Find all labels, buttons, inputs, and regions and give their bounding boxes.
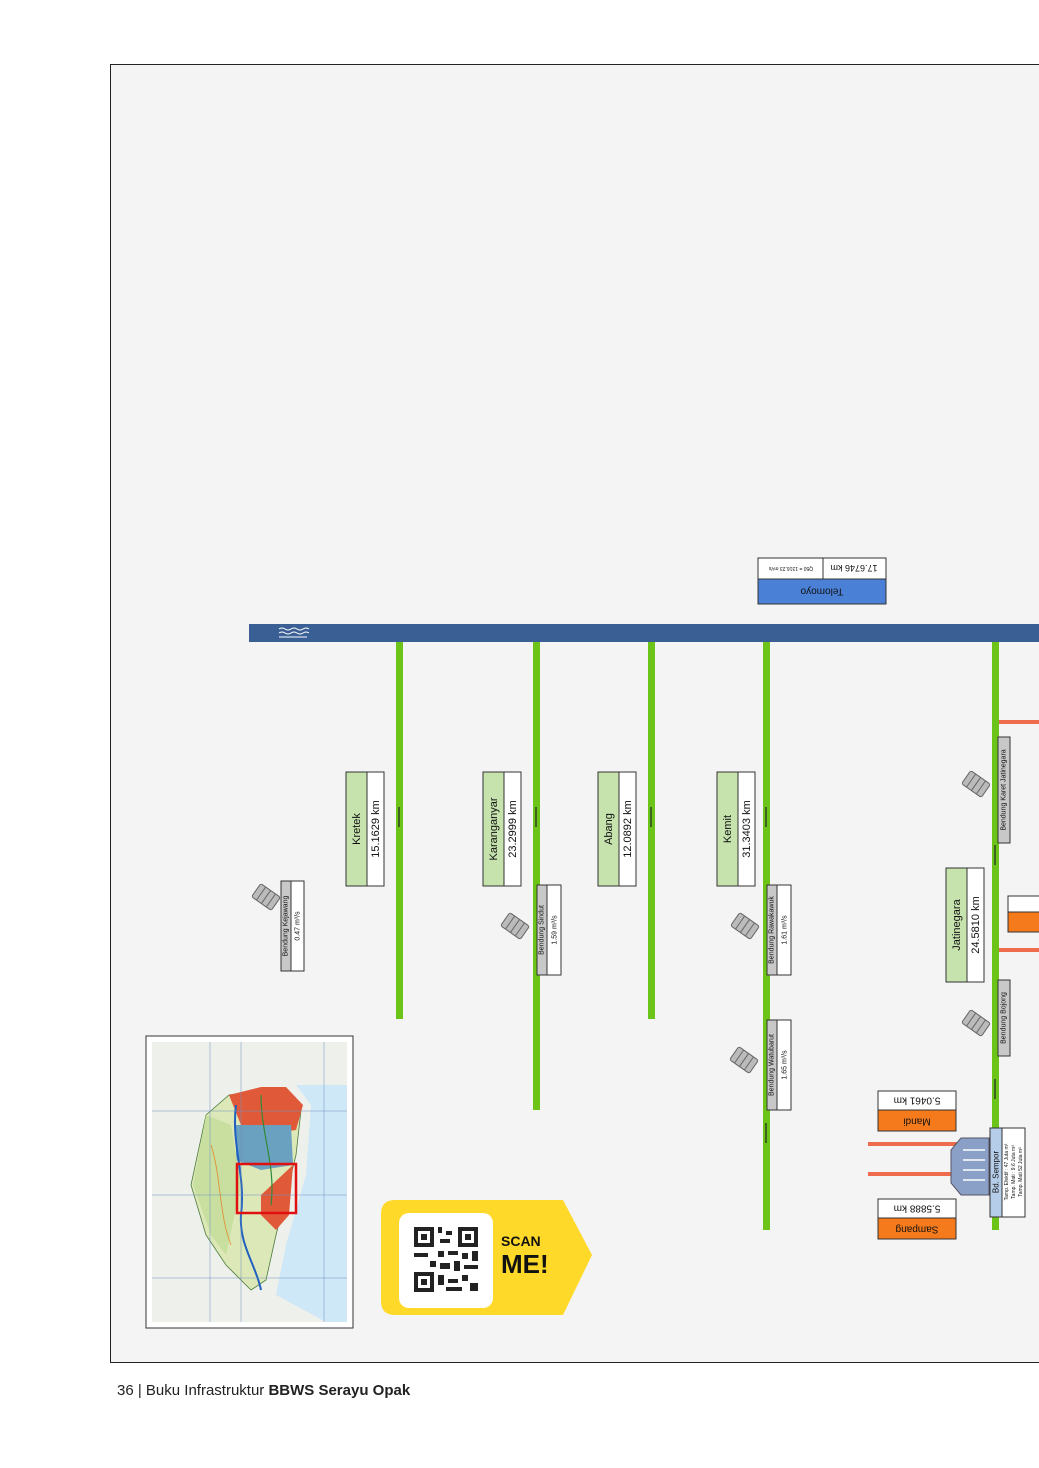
tributary-length: 5.0461 km (894, 1095, 941, 1106)
weir-icon (729, 1046, 759, 1074)
weir-label-bojong: Bendung Bojong (997, 979, 1011, 1057)
river-name: Abang (603, 813, 615, 845)
diagram-frame: Telomoyo 17.6746 km Q50 = 1316.23 m³/s K… (110, 64, 1039, 1363)
telomoyo-length: 17.6746 km (830, 563, 877, 573)
tributary-length: 5.5888 km (894, 1203, 941, 1214)
orange-line-2 (999, 948, 1039, 952)
river-length: 31.3403 km (741, 800, 753, 857)
tributary-label-sampang: Sampang 5.5888 km (877, 1198, 957, 1240)
flow-arrow-icons (398, 807, 996, 1143)
tributary-name: Sampang (896, 1224, 939, 1235)
weir-icon (251, 883, 281, 911)
weir-flow: 1.59 m³/s (552, 915, 559, 945)
orange-line-1 (999, 720, 1039, 724)
orange-line-3 (868, 1142, 963, 1146)
river-label-kemit: Kemit 31.3403 km (716, 771, 756, 887)
weir-name: Bendung Rawakawuk (769, 896, 776, 964)
river-label-abang: Abang 12.0892 km (597, 771, 637, 887)
river-length: 24.5810 km (970, 896, 982, 953)
weir-label-kejawang: Bendung Kejawang 0.47 m³/s (280, 880, 305, 972)
abang-river-line (648, 642, 655, 1019)
weir-label-rawakawuk: Bendung Rawakawuk 1.61 m³/s (766, 884, 792, 976)
river-label-karanganyar: Karanganyar 23.2999 km (482, 771, 522, 887)
qr-code[interactable] (399, 1213, 493, 1308)
weir-name: Bendung Karet Jatinegara (1001, 749, 1008, 830)
river-name: Kretek (351, 813, 363, 845)
dam-spec: Tamp. Mati : 9.6 Juta m³ (1011, 1145, 1017, 1199)
dam-icon (950, 1137, 990, 1196)
tributary-label-mandi: Mandi 5.0461 km (877, 1090, 957, 1132)
scan-me-badge[interactable]: SCAN ME! (381, 1200, 592, 1315)
dam-spec: Tamp. Mati 52 Juta m³ (1018, 1147, 1024, 1197)
flow-icon (278, 627, 310, 638)
weir-icon (730, 912, 760, 940)
inset-location-map (145, 1035, 354, 1329)
qr-code-icon (414, 1227, 478, 1292)
river-length: 12.0892 km (622, 800, 634, 857)
telomoyo-label: Telomoyo 17.6746 km Q50 = 1316.23 m³/s (757, 557, 887, 605)
page-footer: 36 | Buku Infrastruktur BBWS Serayu Opak (117, 1382, 410, 1399)
telomoyo-q50: Q50 = 1316.23 m³/s (768, 565, 813, 571)
weir-label-sindut: Bendung Sindut 1.59 m³/s (536, 884, 562, 976)
river-length: 23.2999 km (507, 800, 519, 857)
dam-name: Bd. Sempor (992, 1151, 1001, 1194)
karanganyar-river-line (533, 642, 540, 1110)
weir-flow: 0.47 m³/s (295, 911, 302, 941)
dam-sempor: Bd. Sempor Tamp. Efektif : 47 Juta m³ Ta… (950, 1127, 1026, 1218)
kretek-river-line (396, 642, 403, 1019)
river-name: Jatinegara (951, 898, 963, 950)
dam-spec: Tamp. Efektif : 47 Juta m³ (1004, 1143, 1010, 1200)
weir-icon (961, 770, 991, 798)
tributary-name: Mandi (903, 1116, 930, 1127)
weir-label-watubarut: Bendung Watubarut 1.65 m³/s (766, 1019, 792, 1111)
weir-icon (500, 912, 530, 940)
river-name: Kemit (722, 815, 734, 843)
weir-name: Bendung Sindut (539, 905, 546, 955)
weir-icon (961, 1009, 991, 1037)
jatinegara-river-line (992, 642, 999, 1230)
footer-title: BBWS Serayu Opak (268, 1382, 411, 1399)
weir-name: Bendung Watubarut (769, 1034, 776, 1096)
map-highlight-box (235, 1162, 298, 1215)
weir-label-karet-jatinegara: Bendung Karet Jatinegara (997, 736, 1011, 844)
orange-line-4 (868, 1172, 963, 1176)
weir-name: Bendung Kejawang (283, 896, 290, 957)
river-name: Karanganyar (488, 797, 500, 860)
main-river-bar (249, 624, 1039, 642)
river-length: 15.1629 km (370, 800, 382, 857)
river-label-kretek: Kretek 15.1629 km (345, 771, 385, 887)
me-text: ME! (501, 1249, 549, 1279)
scan-text: SCAN (501, 1233, 541, 1249)
weir-flow: 1.65 m³/s (782, 1050, 789, 1080)
telomoyo-name: Telomoyo (800, 586, 843, 597)
weir-flow: 1.61 m³/s (782, 915, 789, 945)
river-label-jatinegara: Jatinegara 24.5810 km (945, 867, 985, 983)
footer-page: 36 | Buku Infrastruktur (117, 1382, 269, 1399)
weir-name: Bendung Bojong (1001, 992, 1008, 1044)
